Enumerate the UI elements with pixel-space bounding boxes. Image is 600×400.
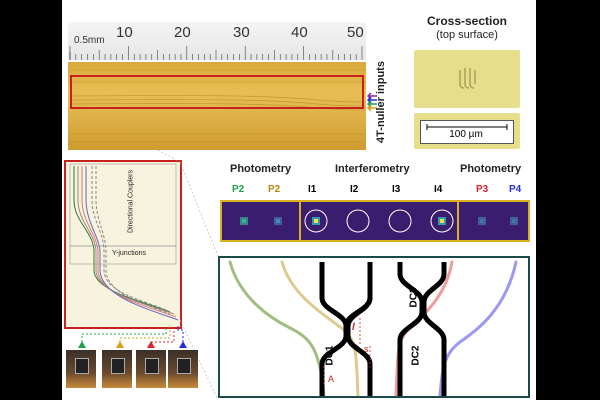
dc1-label: DC1 xyxy=(324,345,336,366)
scale-bar-label: 100 µm xyxy=(449,129,483,140)
telescope-thumbnail-2 xyxy=(102,350,132,388)
i3-circle xyxy=(388,209,412,233)
input-arrow-icon-2 xyxy=(116,341,124,348)
ruler-tick-20: 20 xyxy=(174,24,191,41)
chip-waveguides xyxy=(68,69,366,143)
figure-panel: 0.5mm 10 20 30 40 50 4T-nuller inputs Cr… xyxy=(62,0,536,400)
output-spots xyxy=(240,202,518,240)
input-arrow-icon-4 xyxy=(179,341,187,348)
telescope-thumbnail-4 xyxy=(168,350,198,388)
p2-green-spot xyxy=(240,217,248,225)
ruler-tick-10: 10 xyxy=(116,24,133,41)
i2-circle xyxy=(346,209,370,233)
s-label: s xyxy=(364,344,369,354)
p2-gold-spot xyxy=(274,217,282,225)
scale-bar-box xyxy=(420,120,514,144)
i4-circle xyxy=(430,209,454,233)
channel-label-p2-gold: P2 xyxy=(268,184,281,195)
schematic-waveguides xyxy=(228,260,518,398)
waveguide-cross-section-icon xyxy=(459,68,476,89)
channel-label-i4: I4 xyxy=(434,184,443,195)
p4-spot xyxy=(510,217,518,225)
dc3-label: DC3 xyxy=(408,287,420,308)
ruler-tick-40: 40 xyxy=(291,24,308,41)
channel-label-p2-green: P2 xyxy=(232,184,245,195)
chip-highlight-box xyxy=(70,75,364,109)
y-junctions-label: Y-junctions xyxy=(112,250,146,257)
zoom-panel: Directional Couplers Y-junctions xyxy=(64,160,182,329)
channel-label-i3: I3 xyxy=(392,184,401,195)
channel-label-i1: I1 xyxy=(308,184,317,195)
ruler: 0.5mm 10 20 30 40 50 xyxy=(68,22,366,60)
output-image-strip xyxy=(220,200,530,242)
cross-section-image xyxy=(414,50,520,108)
cross-section-subtitle: (top surface) xyxy=(436,29,498,41)
chip-photo xyxy=(68,62,366,150)
ruler-unit-label: 0.5mm xyxy=(74,35,105,46)
scale-bar-image: 100 µm xyxy=(414,113,520,149)
channel-label-p3: P3 xyxy=(476,184,489,195)
ruler-tick-30: 30 xyxy=(233,24,250,41)
photometry-right-title: Photometry xyxy=(460,163,522,175)
input-arrow-icon-3 xyxy=(147,341,155,348)
dc2-label: DC2 xyxy=(410,345,422,366)
beam-combiner-schematic: DC1 DC2 DC3 l s A xyxy=(218,256,530,398)
telescope-thumbnail-1 xyxy=(66,350,96,388)
ruler-ticks xyxy=(69,46,363,60)
photometry-left-title: Photometry xyxy=(230,163,292,175)
scale-bar-line xyxy=(426,124,508,130)
input-arrows-icon xyxy=(366,92,377,112)
channel-label-i2: I2 xyxy=(350,184,359,195)
zoom-waveguides xyxy=(69,163,179,321)
telescope-thumbnail-3 xyxy=(136,350,166,388)
a-label: A xyxy=(328,374,335,384)
p3-spot xyxy=(478,217,486,225)
interferometry-title: Interferometry xyxy=(335,163,410,175)
l-label: l xyxy=(352,322,355,333)
zoom-connector-lines xyxy=(78,149,219,400)
cross-section-title: Cross-section xyxy=(426,14,508,28)
ruler-tick-50: 50 xyxy=(347,24,364,41)
channel-label-p4: P4 xyxy=(509,184,522,195)
i1-circle xyxy=(304,209,328,233)
input-arrow-icon-1 xyxy=(78,341,86,348)
